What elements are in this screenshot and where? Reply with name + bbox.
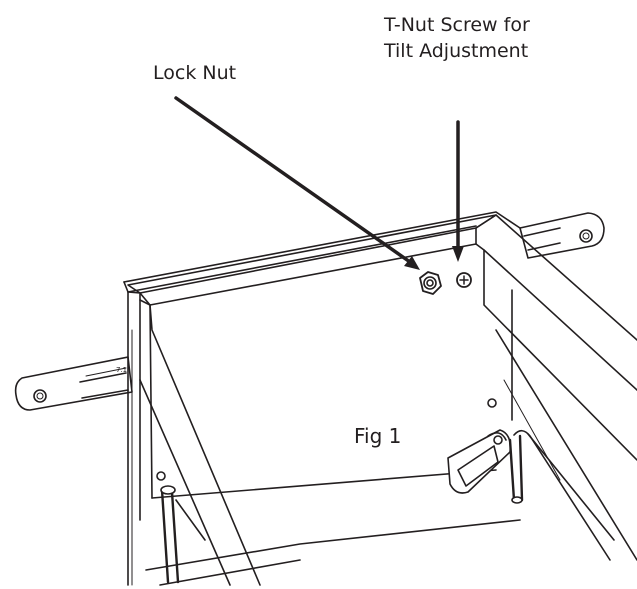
right-frame-rail (475, 214, 637, 561)
latch-block (447, 429, 512, 494)
t-nut-label-line-2: Tilt Adjustment (384, 40, 529, 62)
lock-nut-label: Lock Nut (153, 62, 237, 84)
lock-nut-leader-arrow (174, 96, 420, 270)
t-nut-screw-label: T-Nut Screw for Tilt Adjustment (384, 12, 530, 64)
bracket-hole (579, 229, 593, 243)
bottom-crossbar (145, 519, 521, 586)
t-nut-leader-arrow (452, 120, 464, 262)
svg-text:7.1: 7.1 (116, 366, 127, 374)
right-mounting-bracket (519, 212, 605, 259)
lock-nut (419, 271, 442, 295)
left-frame-rail (123, 281, 261, 586)
frame-hole (487, 398, 497, 408)
t-nut-label-line-1: T-Nut Screw for (384, 14, 530, 36)
left-mounting-bracket: 7.1 (14, 356, 133, 411)
figure-label: Fig 1 (354, 424, 402, 448)
frame-hole (156, 471, 166, 481)
bracket-hole (33, 389, 47, 403)
right-lever-pin (508, 429, 615, 561)
t-nut-screw (456, 272, 472, 288)
left-lever-pin (160, 485, 206, 584)
